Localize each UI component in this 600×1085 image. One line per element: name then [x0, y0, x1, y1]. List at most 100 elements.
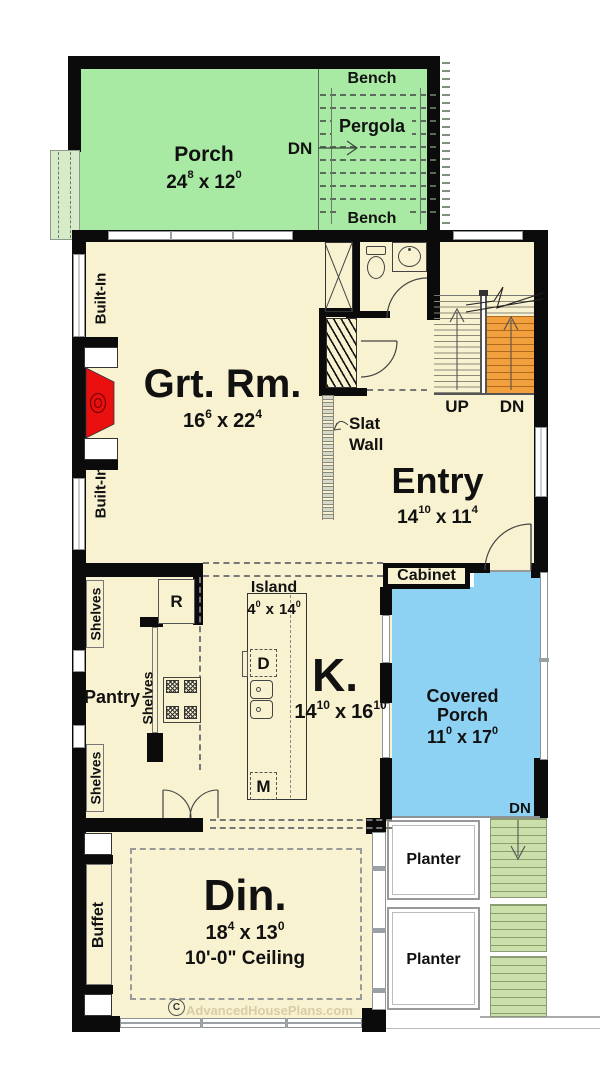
pantry-label: Pantry — [83, 687, 141, 707]
built-in-label-bottom: Built-In — [92, 466, 110, 518]
microwave-label: M — [256, 776, 271, 796]
pergola-slat — [320, 146, 436, 148]
bench-edge — [331, 88, 332, 224]
wall-porch-top — [68, 56, 440, 69]
entry-name: Entry — [391, 460, 484, 501]
porch-step — [50, 150, 80, 240]
window-left-pantry-upper — [73, 650, 85, 672]
kitchen-greatroom-dashed-b — [203, 575, 383, 577]
wall-closet-top — [319, 308, 360, 317]
pantry-shelves-niche-top — [86, 580, 104, 648]
pergola-slat — [320, 198, 436, 200]
stairs-up — [434, 301, 481, 393]
planter-box-bottom — [387, 907, 480, 1010]
ceiling-height-label: 10'-0" Ceiling — [184, 947, 306, 969]
planter-label-top: Planter — [406, 851, 461, 868]
wall-buffet-stub-a — [72, 855, 113, 864]
site-line — [480, 1016, 600, 1018]
opening-dashed-understair — [367, 389, 427, 391]
kitchen-sink-bowl — [250, 700, 273, 719]
pantry-shelves-niche-bottom — [86, 744, 104, 812]
microwave-box — [250, 772, 277, 800]
dining-name: Din. — [203, 871, 287, 920]
screen-mullion — [539, 658, 549, 662]
covered-porch-name-line2: Porch — [436, 705, 488, 725]
toilet-bowl-icon — [367, 256, 385, 279]
window-mullion — [372, 866, 386, 871]
watermark: AdvancedHousePlans.com — [186, 1002, 353, 1018]
wall-entry-bottom-left — [470, 563, 490, 573]
window-dining-bottom — [120, 1018, 362, 1028]
dining-opening-dashed-b — [210, 827, 392, 829]
site-line — [386, 1028, 600, 1029]
closet-shelving — [326, 318, 357, 388]
dishwasher-label: D — [257, 653, 270, 673]
sink-basin-icon — [398, 246, 421, 267]
stairs-down — [487, 316, 534, 393]
bench-edge — [420, 88, 421, 224]
wall-porch-right — [427, 56, 440, 240]
wall-porch-left — [68, 56, 81, 152]
planter-box-top — [387, 820, 480, 900]
wall-porch-post — [534, 758, 548, 818]
pergola-slat — [320, 172, 436, 174]
planter-label-bottom: Planter — [406, 951, 461, 968]
window-kitchen-porch-lower — [382, 703, 390, 758]
covered-porch-bottom-line — [392, 816, 540, 818]
refrigerator-box — [158, 579, 195, 624]
chase-box — [325, 242, 353, 312]
burner-icon — [166, 680, 179, 693]
floor-kitchen — [86, 572, 392, 832]
wall-kitchen-right-b — [380, 663, 392, 703]
buffet-niche-bottom — [84, 994, 112, 1016]
exterior-dn-label: DN — [509, 800, 531, 817]
wall-pantry-stub-b — [147, 733, 163, 762]
window-mullion — [372, 928, 386, 933]
bench-label-top: Bench — [336, 70, 408, 88]
sink-faucet-dot — [408, 248, 411, 251]
wall-house-right — [534, 230, 548, 572]
refrigerator-label: R — [170, 591, 183, 611]
burner-icon — [166, 706, 179, 719]
pergola-label: Pergola — [332, 116, 412, 136]
porch-name: Porch — [174, 142, 234, 166]
slat-wall — [322, 395, 334, 520]
covered-porch-name-line1: Covered — [426, 686, 499, 706]
stair-rail — [480, 293, 487, 393]
shelves-label-top: Shelves — [87, 587, 103, 641]
pergola-boundary — [318, 69, 319, 240]
wall-bath-left — [353, 242, 360, 318]
stair-post — [479, 290, 488, 296]
porch-dn-label: DN — [287, 138, 313, 158]
sink-counter — [392, 242, 427, 272]
window-top-stairhall — [453, 231, 523, 240]
window-mullion — [232, 231, 234, 240]
cabinet-label: Cabinet — [397, 567, 456, 584]
window-left-greatroom-lower — [73, 478, 85, 550]
wall-kitchen-right-a — [380, 587, 392, 615]
wall-closet-left — [319, 308, 326, 395]
wall-dining-bottom-left — [72, 1016, 120, 1032]
buffet-counter — [86, 864, 112, 985]
stair-landing-upper — [487, 301, 534, 316]
wall-bath-bottom — [346, 311, 390, 318]
burner-icon — [184, 706, 197, 719]
screen-wall-right — [540, 572, 548, 760]
sink-drain-dot — [256, 707, 261, 712]
floor-upper — [86, 242, 534, 572]
buffet-niche-top — [84, 833, 112, 855]
covered-porch-area — [392, 587, 540, 818]
pergola-slat — [320, 107, 436, 109]
window-left-greatroom-upper — [73, 254, 85, 337]
window-wall-dining-right — [372, 832, 386, 1010]
window-top-greatroom — [108, 231, 293, 240]
shelves-label-bottom: Shelves — [87, 751, 103, 805]
stairs-up-label: UP — [445, 396, 469, 416]
covered-porch-area-top — [474, 572, 540, 588]
